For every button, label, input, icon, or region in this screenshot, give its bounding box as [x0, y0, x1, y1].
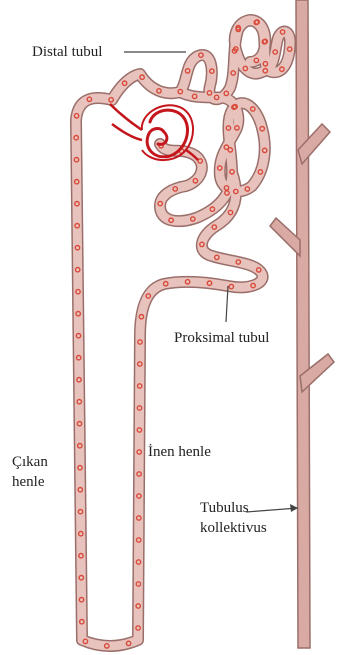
collecting-duct: [270, 0, 334, 648]
cikan-henle-label: Çıkan henle: [12, 452, 48, 492]
inen-henle-label: İnen henle: [148, 442, 211, 462]
tubulus-kollektivus-label-line2: kollektivus: [200, 518, 267, 538]
duct-branch-2: [270, 218, 300, 256]
distal-tubul-label: Distal tubul: [32, 42, 102, 62]
proksimal-tubul-label: Proksimal tubul: [174, 328, 269, 348]
tubulus-kollektivus-arrowhead: [290, 504, 298, 512]
collecting-duct-trunk: [296, 0, 310, 648]
cikan-henle-label-line1: Çıkan: [12, 452, 48, 472]
cikan-henle-label-line2: henle: [12, 472, 48, 492]
tubulus-kollektivus-label-line1: Tubulus: [200, 498, 267, 518]
tubulus-kollektivus-label: Tubulus kollektivus: [200, 498, 267, 538]
glomerulus: [110, 104, 198, 160]
